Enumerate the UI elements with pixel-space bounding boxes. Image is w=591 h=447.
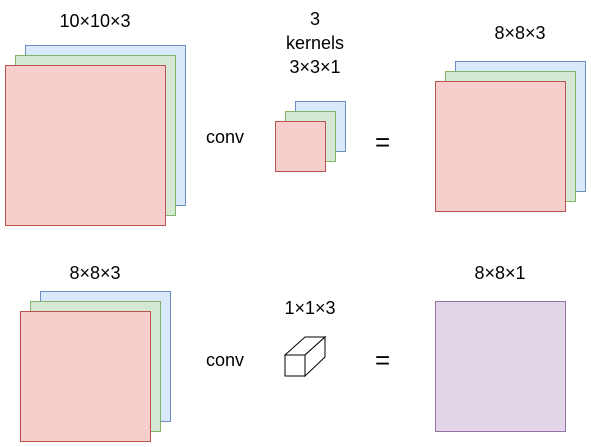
conv-operator-label-2: conv [205,350,245,370]
input-tensor-label-2: 8×8×3 [69,263,121,283]
kernel-1 [275,121,326,172]
output-channel-single [435,301,566,432]
kernel-count-label: 3 [309,9,320,29]
input-channel-1 [5,65,166,226]
output-tensor-label-2: 8×8×1 [474,263,526,283]
input-channel-1 [20,311,151,442]
output-tensor-label: 8×8×3 [494,23,546,43]
equals-sign: = [375,127,391,157]
output-channel-1 [435,81,566,212]
kernel-word-label: kernels [285,33,345,53]
input-tensor-label: 10×10×3 [59,11,131,31]
equals-sign-2: = [375,345,391,375]
pointwise-kernel-cube-icon [283,335,327,378]
conv-operator-label: conv [205,127,245,147]
pointwise-kernel-label: 1×1×3 [284,298,336,318]
kernel-size-label: 3×3×1 [289,57,341,77]
